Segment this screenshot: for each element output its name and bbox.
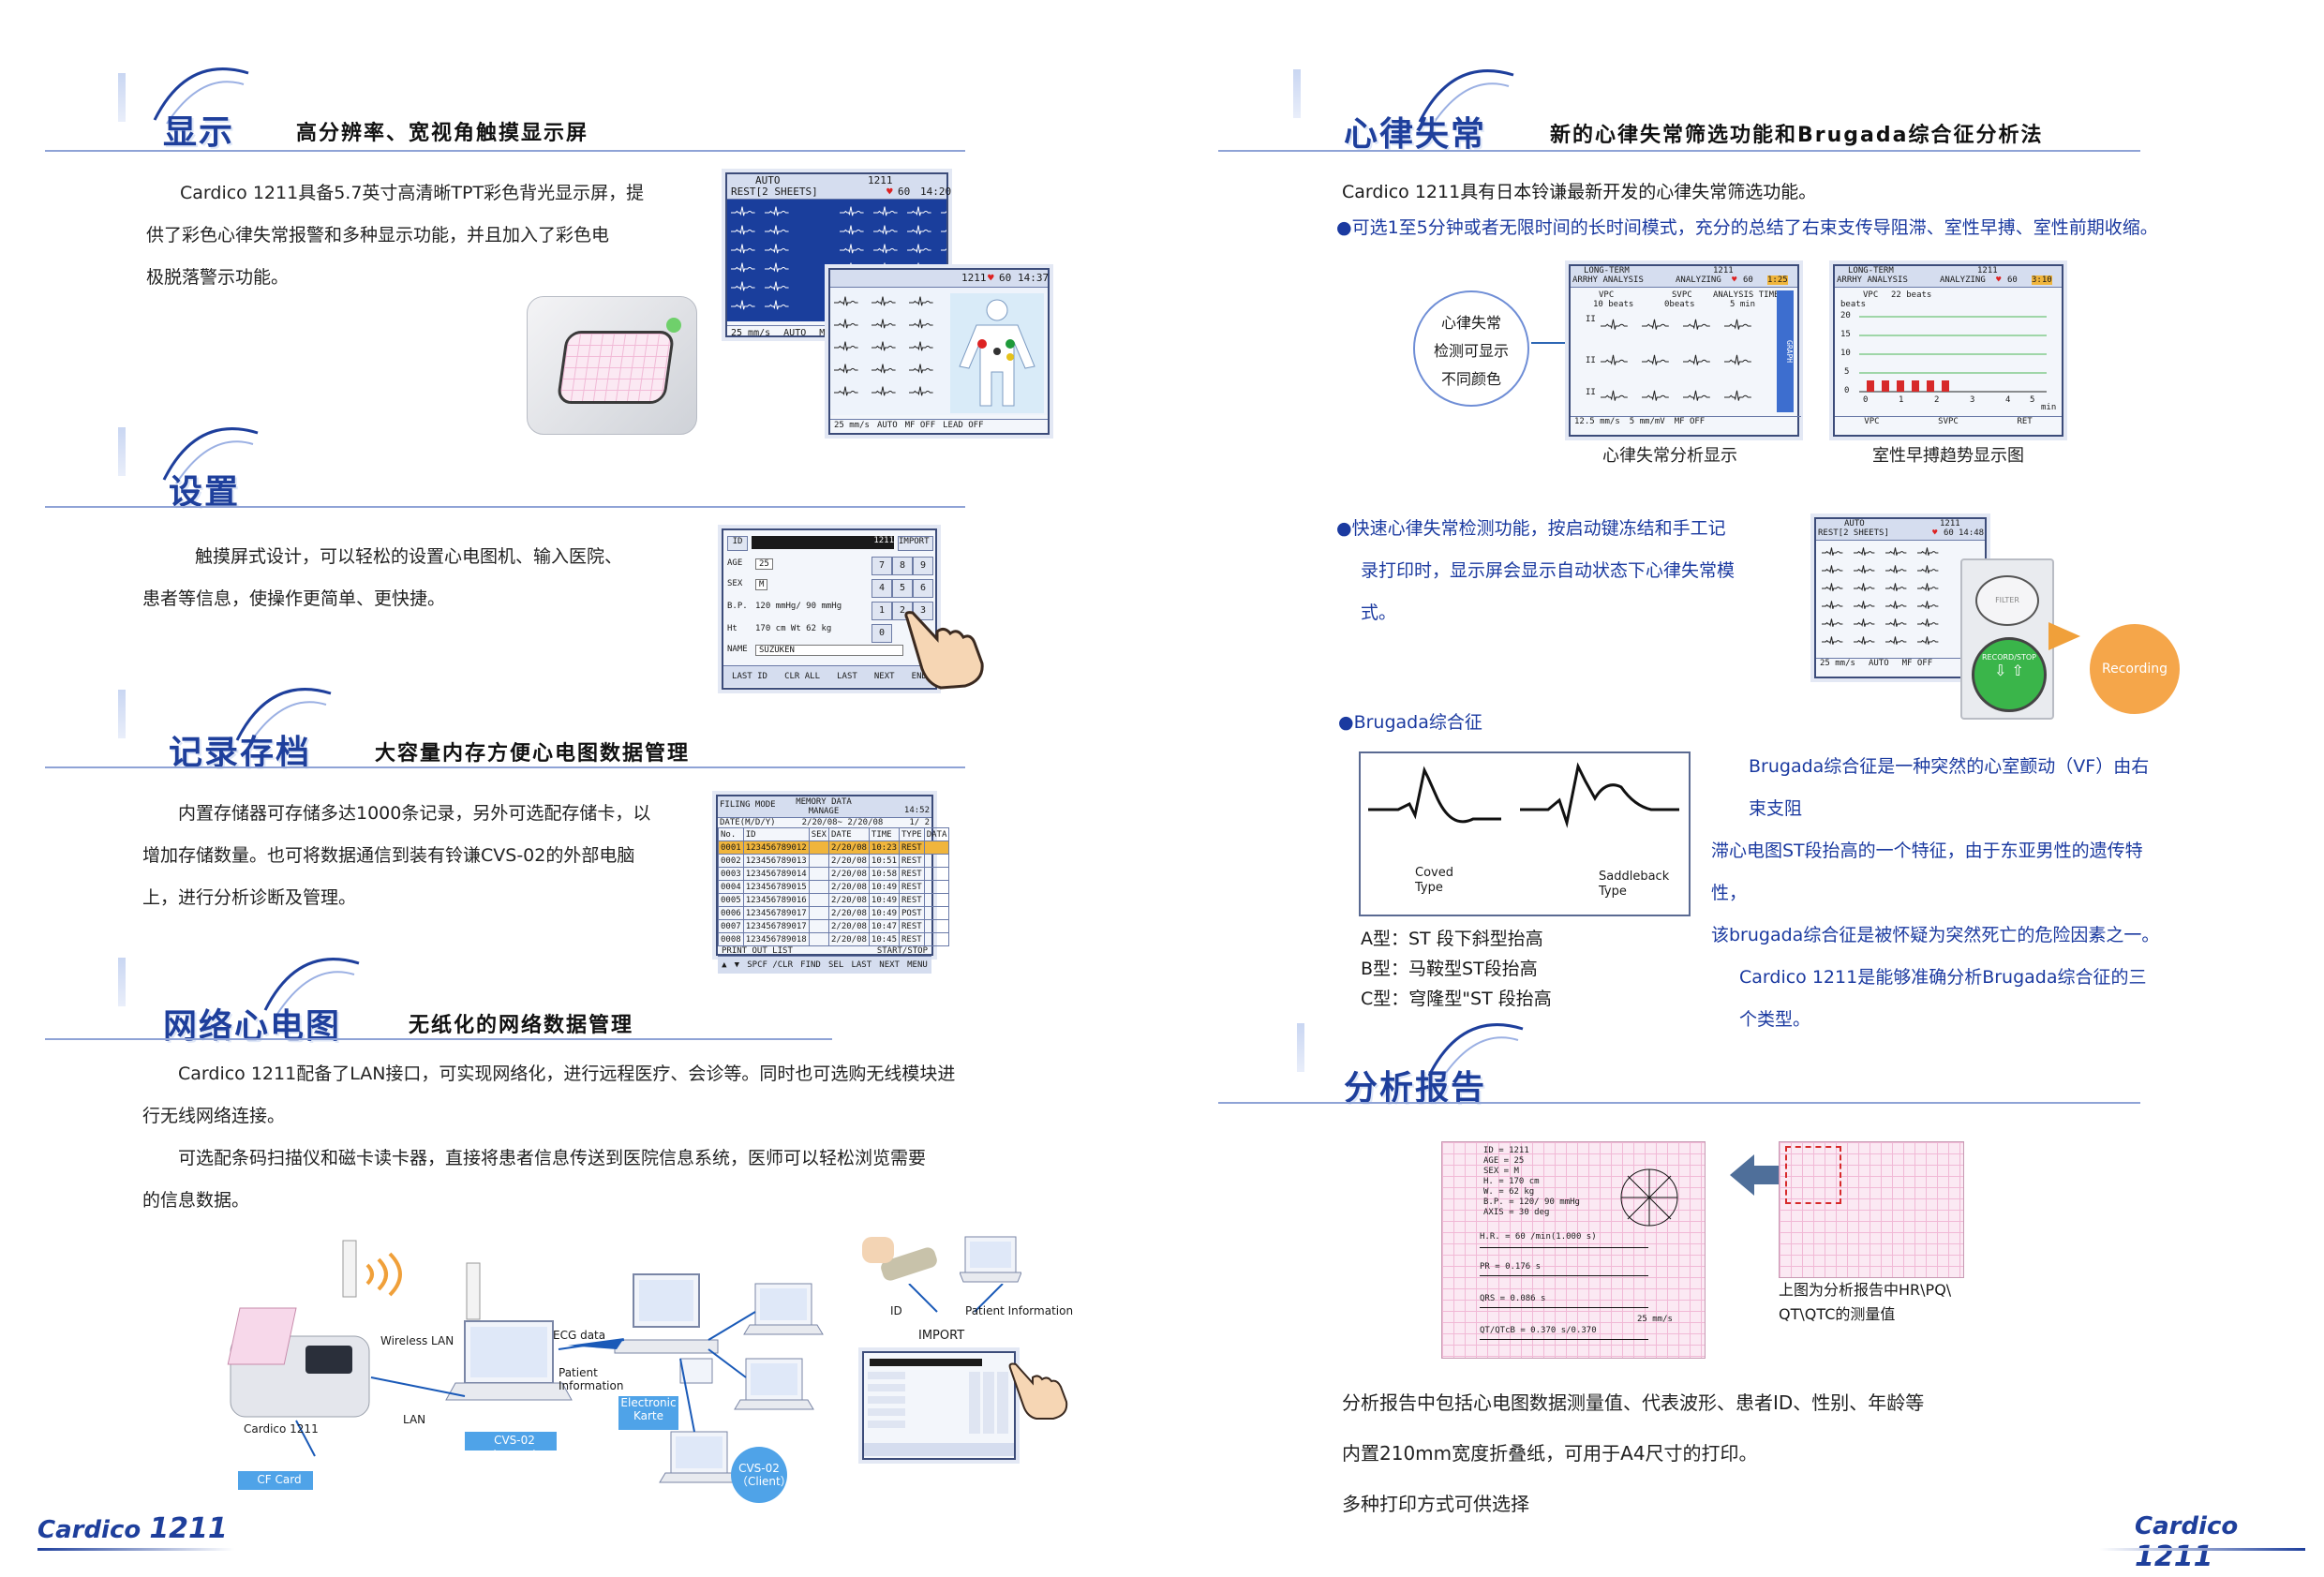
swoosh-decoration: [263, 958, 360, 1015]
ecg-waveform: [1822, 547, 1939, 645]
heart-icon: ♥: [1732, 275, 1737, 285]
heart-icon: ♥: [1996, 275, 2002, 285]
heart-icon: ♥: [886, 186, 893, 198]
section-title-setup: 设置: [169, 473, 241, 512]
label-client: CVS-02 （Client）: [737, 1462, 792, 1488]
label-import: IMPORT: [918, 1329, 965, 1343]
swoosh-decoration: [162, 427, 259, 484]
label-id: ID: [890, 1304, 902, 1317]
caption-vpc-trend: 室性早搏趋势显示图: [1872, 446, 2024, 466]
setup-description: 触摸屏式设计，可以轻松的设置心电图机、输入医院、 患者等信息，使操作更简单、更快…: [142, 546, 623, 609]
section-subtitle-display: 高分辨率、宽视角触摸显示屏: [296, 122, 589, 145]
display-description: Cardico 1211具备5.7英寸高清晰TPT彩色背光显示屏，提 供了彩色心…: [146, 183, 645, 288]
section-subtitle-network: 无纸化的网络数据管理: [409, 1014, 634, 1037]
label-device: Cardico 1211: [244, 1422, 319, 1436]
ecg-device-photo: [527, 296, 697, 435]
report-thumbnail: [1779, 1141, 1964, 1278]
arrhythmia-bullet-2: ●快速心律失常检测功能，按启动键冻结和手工记 录打印时，显示屏会显示自动状态下心…: [1336, 518, 1736, 623]
memory-data-screen: FILING MODE MEMORY DATA MANAGE 14:52 DAT…: [716, 795, 950, 974]
label-patient-information: Patient Information: [559, 1366, 624, 1392]
record-description: 内置存储器可存储多达1000条记录，另外可选配存储卡，以 增加存储数量。也可将数…: [142, 803, 651, 908]
section-title-report: 分析报告: [1344, 1069, 1487, 1108]
record-stop-button[interactable]: RECORD/STOP ⇩ ⇧: [1972, 637, 2047, 712]
brugada-description: Brugada综合征是一种突然的心室颤动（VF）由右束支阻 滞心电图ST段抬高的…: [1711, 756, 2160, 1030]
heart-icon: ♥: [1932, 528, 1938, 538]
section-title-network: 网络心电图: [163, 1007, 342, 1046]
vpc-trend-screen: LONG-TERM ARRHY ANALYSIS ANALYZING 1211 …: [1833, 264, 2063, 437]
laptop-icon: [960, 1236, 1021, 1283]
footer-brand-left: Cardico 1211: [37, 1512, 228, 1545]
heart-icon: ♥: [988, 272, 994, 284]
arrhythmia-bullet-1: ●可选1至5分钟或者无限时间的长时间模式，充分的总结了右束支传导阻滞、室性早搏、…: [1336, 217, 2158, 238]
section-subtitle-record: 大容量内存方便心电图数据管理: [375, 742, 691, 766]
swoosh-decoration: [235, 688, 332, 745]
recording-badge: Recording: [2090, 624, 2180, 714]
swoosh-decoration: [1427, 1023, 1524, 1080]
barcode-scanner-photo: [862, 1237, 952, 1293]
vpc-bar-chart: [1859, 316, 2047, 393]
label-server: CVS-02（Server）: [484, 1434, 544, 1462]
brugada-heading: ●Brugada综合征: [1338, 712, 1482, 733]
section-title-display: 显示: [163, 113, 235, 152]
filter-button[interactable]: FILTER: [1975, 575, 2039, 626]
network-description: Cardico 1211配备了LAN接口，可实现网络化，进行远程医疗、会诊等。同…: [142, 1064, 956, 1211]
network-diagram: [227, 1240, 824, 1503]
footer-brand-right: Cardico 1211: [2135, 1512, 2239, 1573]
label-lan: LAN: [403, 1413, 426, 1426]
caption-arrhythmia-analysis: 心律失常分析显示: [1602, 446, 1737, 466]
section-subtitle-arrhythmia: 新的心律失常筛选功能和Brugada综合征分析法: [1550, 124, 2044, 147]
electrode-body-diagram: [830, 288, 1048, 415]
swoosh-decoration: [1418, 69, 1514, 126]
label-cf-card: CF Card: [257, 1473, 302, 1486]
swoosh-decoration: [153, 67, 249, 125]
import-screen: [862, 1351, 1016, 1460]
pointing-hand-icon: [1008, 1362, 1068, 1420]
report-thumbnail-caption: 上图为分析报告中HR\PQ\ QT\QTC的测量值: [1779, 1281, 1952, 1323]
brugada-waveform: [1368, 762, 1679, 828]
arrows: [908, 1284, 1004, 1313]
arrhythmia-callout: 心律失常 检测可显示 不同颜色: [1413, 290, 1529, 407]
control-panel: FILTER RECORD/STOP ⇩ ⇧: [1960, 558, 2054, 720]
section-title-arrhythmia: 心律失常: [1344, 115, 1487, 154]
patient-input-screen: ID 1211 IMPORT AGE 25 SEX M B.P. 120 mmH…: [722, 528, 937, 690]
label-wireless-lan: Wireless LAN: [380, 1334, 454, 1347]
axis-circle-diagram: [1620, 1168, 1678, 1227]
analysis-report-sheet: ID = 1211 AGE = 25 SEX = M H. = 170 cm W…: [1441, 1141, 1706, 1359]
pointing-hand-icon: [904, 611, 984, 690]
brugada-types: A型：ST 段下斜型抬高 B型：马鞍型ST段抬高 C型：穹隆型"ST 段抬高: [1361, 929, 1552, 1009]
label-ecg-data: ECG data: [553, 1329, 606, 1342]
arrow-left-icon: [1730, 1154, 1780, 1196]
arrow-icon: [2048, 622, 2080, 650]
auto-rest-screen: AUTO REST[2 SHEETS] 1211 ♥ 60 14:48 25 m…: [1814, 517, 1989, 678]
section-title-record: 记录存档: [169, 734, 312, 772]
label-electronic-karte: Electronic Karte: [620, 1396, 677, 1422]
arrhythmia-intro: Cardico 1211具有日本铃谦最新开发的心律失常筛选功能。: [1342, 182, 1817, 202]
arrhythmia-analysis-screen: LONG-TERM ARRHY ANALYSIS ANALYZING 1211 …: [1569, 264, 1801, 437]
label-patient-info: Patient Information: [965, 1304, 1074, 1317]
ecg-waveform: [1601, 319, 1751, 401]
report-description: 分析报告中包括心电图数据测量值、代表波形、患者ID、性别、年龄等 内置210mm…: [1342, 1391, 1925, 1515]
